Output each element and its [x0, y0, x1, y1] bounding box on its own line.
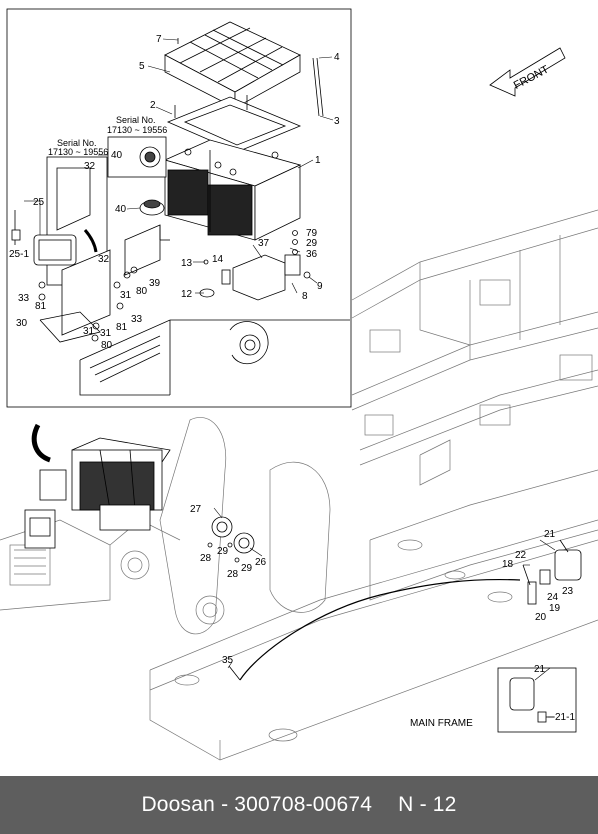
- callout-4: 4: [334, 52, 340, 63]
- battery-cover: [164, 21, 301, 109]
- callout-79: 79: [306, 228, 318, 239]
- callout-32a: 32: [84, 161, 96, 172]
- callout-30: 30: [16, 318, 28, 329]
- callout-80b: 80: [101, 340, 113, 351]
- footer-bar: Doosan - 300708-00674 N - 12: [0, 776, 598, 834]
- callout-13: 13: [181, 258, 193, 269]
- footer-page: N - 12: [398, 793, 457, 816]
- callout-81b: 81: [116, 322, 128, 333]
- front-arrow: [489, 47, 566, 97]
- parts-diagram: FRONT MAIN FRAME Serial No. 17130 ~ 1955…: [0, 8, 598, 761]
- callout-33b: 33: [131, 314, 143, 325]
- serial-left-line1: Serial No.: [57, 138, 97, 148]
- callout-20: 20: [535, 612, 547, 623]
- callout-37: 37: [258, 238, 270, 249]
- callout-39: 39: [149, 278, 161, 289]
- callout-21-1: 21-1: [555, 712, 575, 723]
- callout-29b: 29: [241, 563, 253, 574]
- callout-29: 29: [306, 238, 318, 249]
- callout-36: 36: [306, 249, 318, 260]
- callout-7: 7: [156, 34, 162, 45]
- callout-3: 3: [334, 116, 340, 127]
- callout-18: 18: [502, 559, 514, 570]
- callout-21: 21: [544, 529, 556, 540]
- main-frame-label: MAIN FRAME: [410, 718, 473, 729]
- serial-left-line2: 17130 ~ 19556: [48, 147, 108, 157]
- callout-26: 26: [255, 557, 267, 568]
- callout-2: 2: [150, 100, 156, 111]
- callout-12: 12: [181, 289, 193, 300]
- serial-right-line2: 17130 ~ 19556: [107, 125, 167, 135]
- callout-31c: 31: [83, 326, 95, 337]
- callout-1: 1: [315, 155, 321, 166]
- callout-25: 25: [33, 197, 45, 208]
- callout-31a: 31: [120, 290, 132, 301]
- footer-dash: -: [215, 793, 235, 816]
- callout-29a: 29: [217, 546, 229, 557]
- callout-31b: 31: [100, 328, 112, 339]
- hold-down-frame: [166, 57, 324, 153]
- callout-81a: 81: [35, 301, 47, 312]
- alternator-parts: [207, 516, 255, 563]
- footer-brand: Doosan: [141, 793, 216, 816]
- battery-tray: [79, 319, 350, 396]
- callout-22: 22: [515, 550, 527, 561]
- callout-24: 24: [547, 592, 559, 603]
- callout-33a: 33: [18, 293, 30, 304]
- callout-9: 9: [317, 281, 323, 292]
- callout-numbers: 7 5 4 3 2 1 40 40 32 25 25-1 79 29 36 37…: [9, 34, 575, 723]
- callout-23: 23: [562, 586, 574, 597]
- callout-25-1: 25-1: [9, 249, 29, 260]
- callout-28a: 28: [200, 553, 212, 564]
- callout-19: 19: [549, 603, 561, 614]
- callout-35: 35: [222, 655, 234, 666]
- callout-32b: 32: [98, 254, 110, 265]
- callout-40a: 40: [111, 150, 123, 161]
- callout-5: 5: [139, 61, 145, 72]
- serial-right-line1: Serial No.: [116, 115, 156, 125]
- callout-28b: 28: [227, 569, 239, 580]
- battery-assembly-lower: [24, 437, 171, 549]
- callout-21b: 21: [534, 664, 546, 675]
- callout-27: 27: [190, 504, 202, 515]
- callout-14: 14: [212, 254, 224, 265]
- footer-part-number: 300708-00674: [234, 793, 373, 816]
- switch-assembly: [522, 539, 582, 605]
- callout-8: 8: [302, 291, 308, 302]
- batteries: [163, 139, 302, 241]
- callout-80a: 80: [136, 286, 148, 297]
- callout-40b: 40: [115, 204, 127, 215]
